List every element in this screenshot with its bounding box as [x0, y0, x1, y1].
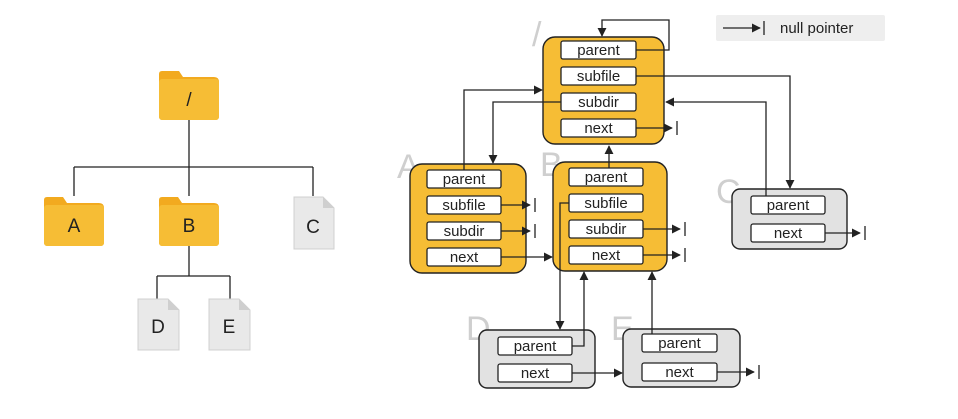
node-b[interactable]: parent subfile subdir next: [552, 161, 668, 272]
field-subdir: subdir: [426, 221, 502, 241]
file-icon: [208, 298, 251, 351]
ghost-label-root: /: [532, 16, 542, 54]
arrow-root-subfile: [636, 75, 795, 189]
svg-text:parent: parent: [658, 335, 701, 352]
file-icon: [293, 196, 335, 250]
svg-text:subdir: subdir: [578, 94, 619, 111]
svg-text:next: next: [450, 249, 479, 266]
directory-tree: [73, 120, 314, 300]
arrow-d-parent: [572, 271, 589, 347]
tree-folder-b[interactable]: B: [159, 197, 219, 246]
svg-text:parent: parent: [577, 42, 620, 59]
null-pointer-icon: [723, 21, 765, 35]
svg-text:next: next: [774, 225, 803, 242]
svg-text:next: next: [592, 247, 621, 264]
field-parent: parent: [568, 167, 644, 187]
field-next: next: [750, 223, 826, 243]
field-subfile: subfile: [426, 195, 502, 215]
field-next: next: [497, 363, 573, 383]
svg-text:subfile: subfile: [442, 197, 485, 214]
tree-file-e[interactable]: E: [208, 298, 251, 351]
svg-text:subdir: subdir: [444, 223, 485, 240]
tree-label-d: D: [151, 317, 165, 338]
svg-text:parent: parent: [767, 197, 810, 214]
field-next: next: [568, 245, 644, 265]
file-icon: [137, 298, 180, 351]
field-parent: parent: [560, 40, 637, 60]
field-parent: parent: [497, 336, 573, 356]
tree-file-d[interactable]: D: [137, 298, 180, 351]
tree-folder-a[interactable]: A: [44, 197, 104, 246]
svg-text:parent: parent: [585, 169, 628, 186]
legend: null pointer: [716, 15, 885, 41]
svg-text:next: next: [521, 365, 550, 382]
field-next: next: [560, 118, 637, 138]
field-parent: parent: [641, 333, 718, 353]
tree-label-e: E: [223, 317, 236, 338]
arrow-c-parent: [665, 97, 767, 196]
tree-label-a: A: [68, 216, 81, 237]
field-subdir: subdir: [560, 92, 637, 112]
arrow-root-subdir: [488, 101, 561, 164]
pointer-arrows: [463, 19, 866, 379]
svg-text:subfile: subfile: [584, 195, 627, 212]
arrow-root-parent: [597, 19, 670, 51]
svg-text:subfile: subfile: [577, 68, 620, 85]
tree-folder-root[interactable]: /: [159, 71, 219, 120]
svg-text:parent: parent: [443, 171, 486, 188]
tree-label-b: B: [183, 216, 196, 237]
field-next: next: [641, 362, 718, 382]
node-e[interactable]: parent next: [622, 328, 741, 388]
svg-text:subdir: subdir: [586, 221, 627, 238]
field-subfile: subfile: [560, 66, 637, 86]
arrow-a-parent: [463, 85, 543, 170]
tree-file-c[interactable]: C: [293, 196, 335, 250]
svg-text:next: next: [665, 364, 694, 381]
field-parent: parent: [750, 195, 826, 215]
folder-icon: [159, 197, 219, 246]
folder-icon: [44, 197, 104, 246]
node-c[interactable]: parent next: [731, 188, 848, 250]
field-subdir: subdir: [568, 219, 644, 239]
svg-text:next: next: [584, 120, 613, 137]
field-parent: parent: [426, 169, 502, 189]
node-a[interactable]: parent subfile subdir next: [409, 163, 527, 274]
arrow-b-subfile: [555, 202, 569, 330]
field-subfile: subfile: [568, 193, 644, 213]
node-d[interactable]: parent next: [478, 329, 596, 389]
field-next: next: [426, 247, 502, 267]
tree-label-root: /: [186, 90, 192, 111]
legend-label: null pointer: [780, 20, 853, 37]
folder-icon: [159, 71, 219, 120]
tree-label-c: C: [306, 217, 320, 238]
svg-text:parent: parent: [514, 338, 557, 355]
